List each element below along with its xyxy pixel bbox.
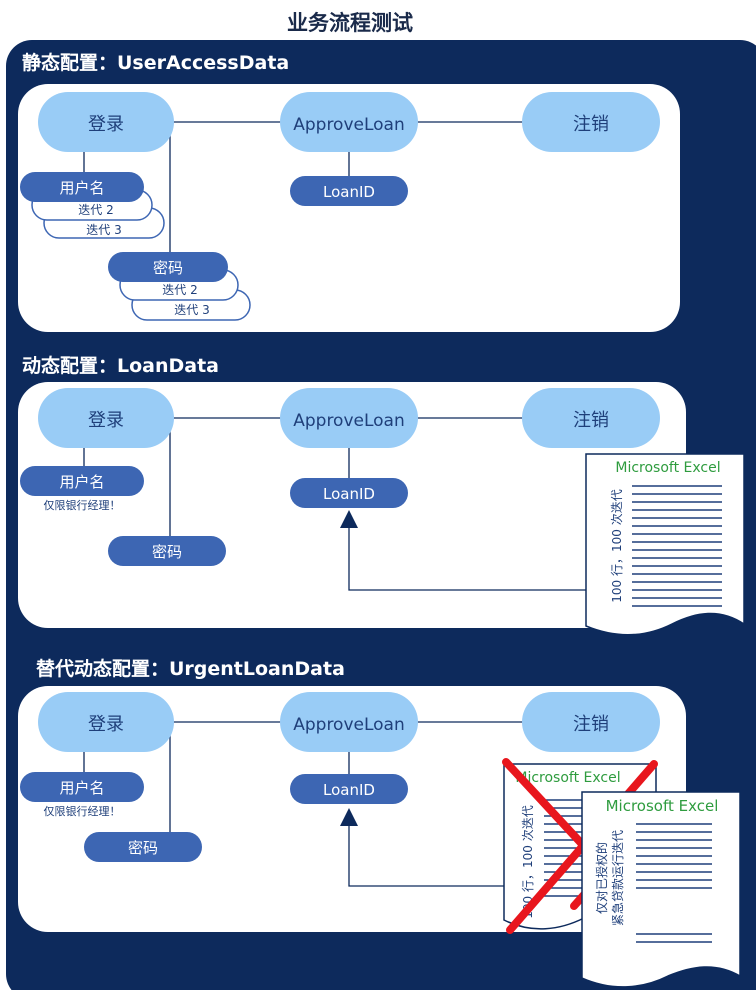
approve-loan-step <box>280 388 418 448</box>
arrow-head-icon <box>340 808 358 826</box>
password-iteration-2-label: 迭代 2 <box>162 283 197 297</box>
section-1-connectors <box>83 121 530 255</box>
loan-id-param-label: LoanID <box>323 485 375 503</box>
urgent-excel-note-line-2: 紧急贷款运行迭代 <box>610 830 625 926</box>
login-step-label: 登录 <box>88 410 124 431</box>
username-param-label: 用户名 <box>59 779 104 797</box>
section-3-heading: 替代动态配置：UrgentLoanData <box>36 657 345 680</box>
login-step-label: 登录 <box>88 114 124 135</box>
username-param <box>20 466 144 496</box>
excel-note: 100 行，100 次迭代 <box>610 489 624 602</box>
section-1-heading: 静态配置：UserAccessData <box>22 51 289 74</box>
password-param-label: 密码 <box>153 259 183 277</box>
loan-id-param-label: LoanID <box>323 781 375 799</box>
username-param <box>20 172 144 202</box>
password-param <box>84 832 202 862</box>
login-step <box>38 692 174 752</box>
urgent-excel-note-line-1: 仅对已授权的 <box>594 842 609 914</box>
logout-step <box>522 92 660 152</box>
diagram-title: 业务流程测试 <box>287 11 413 35</box>
password-param <box>108 536 226 566</box>
rejected-excel-note: 100 行，100 次迭代 <box>521 805 535 918</box>
username-note: 仅限银行经理！ <box>44 804 121 818</box>
loan-id-param <box>290 478 408 508</box>
login-step <box>38 92 174 152</box>
logout-step-label: 注销 <box>573 114 609 135</box>
urgent-excel-title: Microsoft Excel <box>606 797 719 815</box>
excel-document <box>585 453 745 636</box>
loan-id-param <box>290 176 408 206</box>
password-param-label: 密码 <box>152 543 182 561</box>
username-iteration-2-label: 迭代 2 <box>78 203 113 217</box>
approve-loan-step-label: ApproveLoan <box>293 115 405 135</box>
username-param-label: 用户名 <box>59 473 104 491</box>
approve-loan-step-label: ApproveLoan <box>293 715 405 735</box>
login-step <box>38 388 174 448</box>
username-param <box>20 772 144 802</box>
urgent-excel-document <box>581 791 741 988</box>
logout-step-label: 注销 <box>573 410 609 431</box>
approve-loan-step <box>280 692 418 752</box>
section-2-heading: 动态配置：LoanData <box>22 354 219 377</box>
excel-title: Microsoft Excel <box>615 460 720 476</box>
password-param <box>108 252 228 282</box>
login-step-label: 登录 <box>88 714 124 735</box>
rejected-excel-title: Microsoft Excel <box>515 770 620 786</box>
logout-step-label: 注销 <box>573 714 609 735</box>
username-note: 仅限银行经理！ <box>44 498 121 512</box>
arrow-head-icon <box>340 510 358 528</box>
username-param-label: 用户名 <box>59 179 104 197</box>
approve-loan-step <box>280 92 418 152</box>
loan-id-param-label: LoanID <box>323 183 375 201</box>
section-3-connectors <box>83 721 560 887</box>
password-param-label: 密码 <box>128 839 158 857</box>
approve-loan-step-label: ApproveLoan <box>293 411 405 431</box>
logout-step <box>522 388 660 448</box>
loan-id-param <box>290 774 408 804</box>
username-iteration-3-label: 迭代 3 <box>86 223 121 237</box>
section-2-connectors <box>83 417 588 591</box>
password-iteration-3-label: 迭代 3 <box>174 303 209 317</box>
logout-step <box>522 692 660 752</box>
